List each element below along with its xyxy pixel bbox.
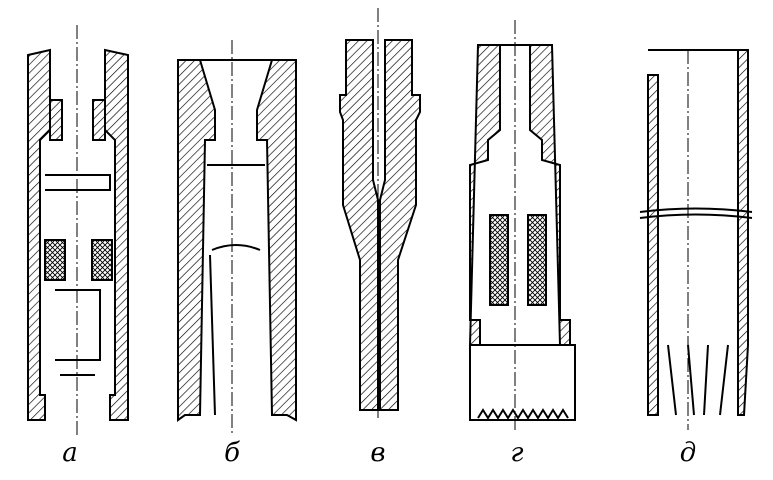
drawing-g: [468, 20, 576, 430]
drawing-a: [27, 25, 129, 438]
drawing-d: [639, 49, 753, 430]
drawing-v: [339, 8, 421, 420]
drawing-b: [177, 40, 297, 435]
label-a: а: [62, 438, 78, 468]
label-b: б: [224, 438, 240, 468]
label-g: г: [510, 438, 524, 468]
label-d: д: [679, 438, 697, 468]
label-v: в: [370, 438, 386, 468]
